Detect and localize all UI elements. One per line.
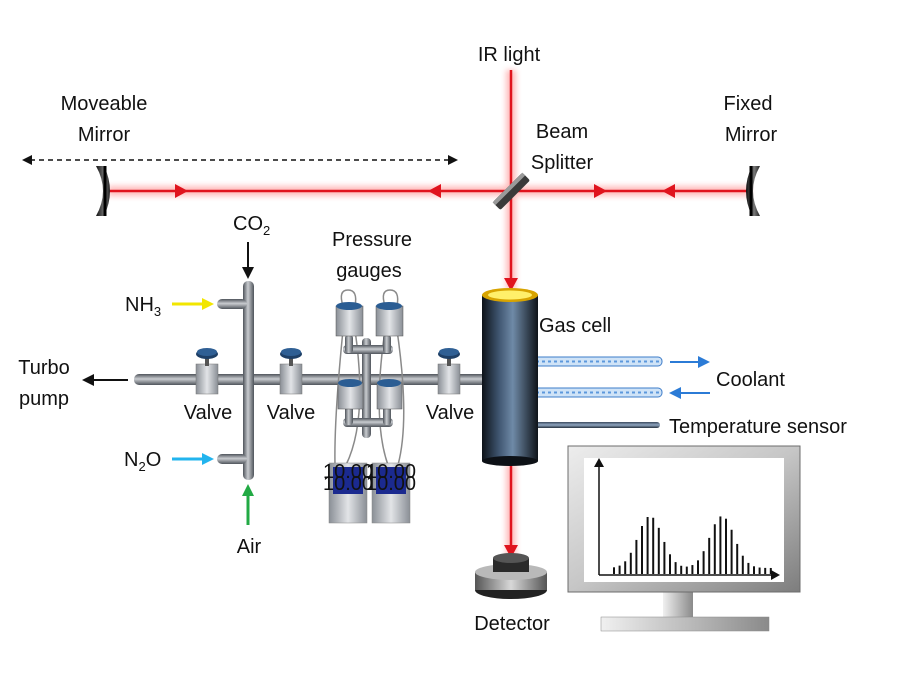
main-pipe (134, 374, 490, 385)
co2-inlet-arrow (242, 242, 254, 279)
n2o-inlet-stub (217, 454, 247, 464)
coolant-in-arrow (669, 387, 710, 399)
moveable-mirror-label-line1: Moveable (61, 93, 148, 115)
gauge-reading-1a: 10.00 (323, 461, 373, 483)
gauge-reading-1b: 10.00 (323, 473, 373, 495)
turbo-pump-label-line1: Turbo (18, 357, 70, 379)
gas-cell-label: Gas cell (539, 315, 611, 337)
gauge-display-icon: 10.00 10.00 (323, 461, 373, 524)
gas-cell-icon (482, 288, 538, 466)
coolant-label: Coolant (716, 369, 785, 391)
n2o-inlet-arrow (172, 453, 214, 465)
valve-1-label: Valve (184, 402, 233, 424)
turbo-pump-label-line2: pump (19, 388, 69, 410)
air-label: Air (237, 536, 262, 558)
detector-icon (475, 553, 547, 599)
valve-2-label: Valve (267, 402, 316, 424)
pressure-gauge-icon (376, 379, 403, 410)
beam-splitter-icon (492, 172, 530, 210)
beam-arrow-down-2 (504, 545, 518, 558)
coolant-out-arrow (670, 356, 710, 368)
fixed-mirror-label-line1: Fixed (724, 93, 773, 115)
valve-2-icon[interactable] (279, 348, 303, 395)
fixed-mirror-icon (746, 166, 760, 216)
beam-arrow-down-1 (504, 278, 518, 291)
detector-label: Detector (474, 613, 550, 635)
beam-arrow-left-1 (428, 184, 441, 198)
co2-label: CO2 (233, 213, 270, 238)
pressure-gauges-label-line1: Pressure (332, 229, 412, 251)
monitor-icon (567, 445, 801, 632)
n2o-label: N2O (124, 449, 161, 474)
valve-1-icon[interactable] (195, 348, 219, 395)
pressure-gauges-label-line2: gauges (336, 260, 402, 282)
gauge-reading-2b: 10.00 (366, 473, 416, 495)
beam-splitter-label-line1: Beam (536, 121, 588, 143)
pressure-gauge-icon (375, 302, 404, 337)
temperature-sensor-probe (520, 422, 660, 428)
beam-arrow-right-1 (175, 184, 188, 198)
nh3-inlet-stub (217, 299, 247, 309)
gas-inlet-pipe (243, 281, 254, 480)
gauge-display-icon: 10.00 10.00 (366, 461, 416, 524)
nh3-label: NH3 (125, 294, 161, 319)
beam-splitter-label-line2: Splitter (531, 152, 594, 174)
valve-3-icon[interactable] (437, 348, 461, 395)
spectrum-icon (594, 458, 780, 580)
gauge-reading-2a: 10.00 (366, 461, 416, 483)
beam-arrow-right-2 (594, 184, 607, 198)
moveable-mirror-label-line2: Mirror (78, 124, 131, 146)
air-inlet-arrow (242, 484, 254, 525)
valve-3-label: Valve (426, 402, 475, 424)
pressure-gauge-assembly: 10.00 10.00 10.00 10.00 (323, 289, 416, 524)
mirror-travel-arrow (22, 155, 458, 165)
pressure-gauge-icon (337, 379, 364, 410)
temperature-sensor-label: Temperature sensor (669, 416, 847, 438)
fixed-mirror-label-line2: Mirror (725, 124, 778, 146)
ir-light-label: IR light (478, 44, 541, 66)
beam-arrow-left-2 (662, 184, 675, 198)
turbo-pump-arrow (82, 374, 128, 386)
coolant-tubes (519, 356, 663, 398)
ir-beam-paths (108, 70, 750, 558)
nh3-inlet-arrow (172, 298, 214, 310)
pressure-gauge-icon (335, 302, 364, 337)
moveable-mirror-icon (96, 166, 110, 216)
gas-manifold (134, 281, 490, 480)
